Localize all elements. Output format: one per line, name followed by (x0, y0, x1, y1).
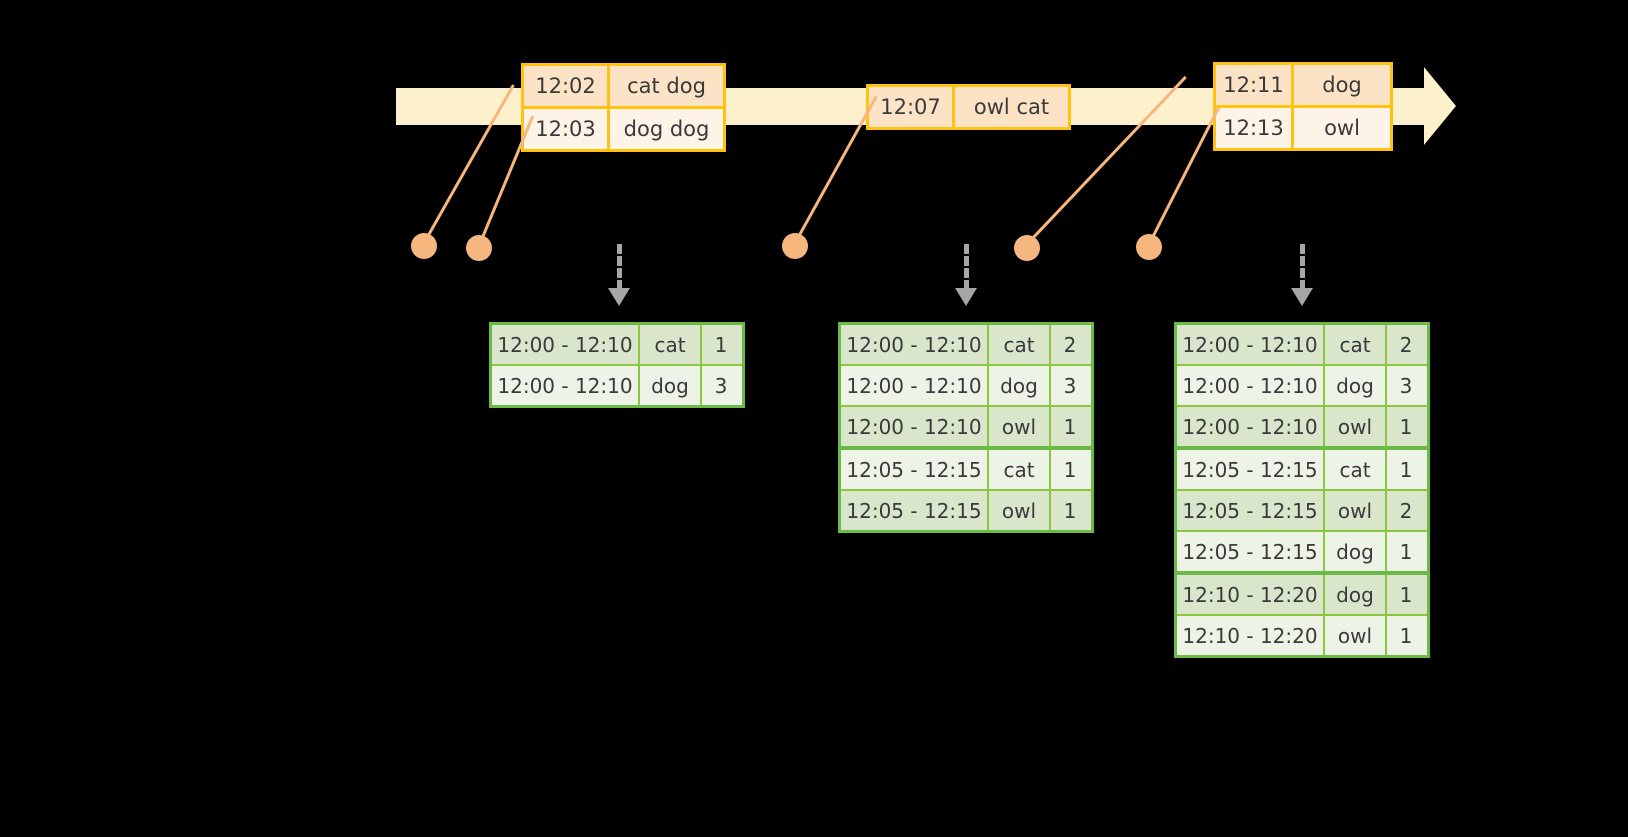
event-time: 12:11 (1216, 65, 1294, 105)
arrow-head-icon (1291, 288, 1313, 306)
key-cell: owl (989, 407, 1051, 446)
window-cell: 12:05 - 12:15 (841, 491, 989, 530)
key-cell: dog (640, 366, 702, 405)
arrow-shaft (1300, 244, 1305, 290)
connector-dot-2 (466, 235, 492, 261)
event-value: owl (1324, 116, 1360, 140)
window-cell: 12:00 - 12:10 (1177, 407, 1325, 446)
window-cell: 12:05 - 12:15 (1177, 450, 1325, 489)
key-cell: dog (1325, 366, 1387, 405)
event-time: 12:02 (524, 66, 610, 106)
event-time: 12:03 (524, 109, 610, 149)
connector-line-2 (479, 115, 535, 244)
count-cell: 1 (1399, 623, 1413, 648)
event-value: owl cat (973, 95, 1050, 119)
count-cell: 1 (1399, 414, 1413, 439)
event-box-1: 12:02 cat dog 12:03 dog dog (521, 63, 726, 152)
connector-dot-5 (1136, 234, 1162, 260)
count-cell: 1 (1399, 582, 1413, 607)
count-cell: 1 (1063, 498, 1077, 523)
key-cell: cat (640, 325, 702, 364)
event-row: 12:07 owl cat (869, 87, 1068, 127)
count-cell: 1 (1063, 457, 1077, 482)
event-time: 12:07 (869, 87, 955, 127)
count-cell: 3 (1063, 373, 1077, 398)
window-cell: 12:05 - 12:15 (1177, 491, 1325, 530)
key-cell: dog (989, 366, 1051, 405)
key-cell: owl (1325, 616, 1387, 655)
window-cell: 12:00 - 12:10 (492, 325, 640, 364)
count-cell: 3 (714, 373, 728, 398)
window-cell: 12:00 - 12:10 (1177, 366, 1325, 405)
key-cell: cat (1325, 450, 1387, 489)
key-cell: owl (989, 491, 1051, 530)
window-cell: 12:05 - 12:15 (841, 450, 989, 489)
arrow-shaft (617, 244, 622, 290)
window-cell: 12:00 - 12:10 (841, 366, 989, 405)
key-cell: dog (1325, 532, 1387, 571)
window-cell: 12:10 - 12:20 (1177, 616, 1325, 655)
arrow-shaft (964, 244, 969, 290)
event-value: cat dog (627, 74, 706, 98)
arrow-head-icon (955, 288, 977, 306)
event-box-2: 12:07 owl cat (866, 84, 1071, 130)
connector-dot-1 (411, 233, 437, 259)
event-row: 12:03 dog dog (524, 106, 723, 149)
key-cell: cat (989, 325, 1051, 364)
connector-dot-3 (782, 233, 808, 259)
count-cell: 1 (1399, 539, 1413, 564)
count-cell: 1 (1063, 414, 1077, 439)
key-cell: cat (989, 450, 1051, 489)
event-value: dog dog (623, 117, 710, 141)
count-cell: 2 (1063, 332, 1077, 357)
event-row: 12:11 dog (1216, 65, 1390, 105)
count-cell: 2 (1399, 498, 1413, 523)
event-row: 12:13 owl (1216, 105, 1390, 148)
count-cell: 3 (1399, 373, 1413, 398)
event-row: 12:02 cat dog (524, 66, 723, 106)
key-cell: cat (1325, 325, 1387, 364)
timeline-arrowhead-icon (1424, 67, 1456, 145)
arrow-head-icon (608, 288, 630, 306)
window-cell: 12:00 - 12:10 (492, 366, 640, 405)
key-cell: dog (1325, 575, 1387, 614)
event-value: dog (1322, 73, 1362, 97)
window-cell: 12:00 - 12:10 (841, 325, 989, 364)
window-cell: 12:00 - 12:10 (1177, 325, 1325, 364)
window-cell: 12:00 - 12:10 (841, 407, 989, 446)
key-cell: owl (1325, 491, 1387, 530)
window-cell: 12:05 - 12:15 (1177, 532, 1325, 571)
count-cell: 1 (714, 332, 728, 357)
event-time: 12:13 (1216, 108, 1294, 148)
connector-line-5 (1149, 106, 1221, 243)
count-cell: 1 (1399, 457, 1413, 482)
event-box-3: 12:11 dog 12:13 owl (1213, 62, 1393, 151)
window-cell: 12:10 - 12:20 (1177, 575, 1325, 614)
connector-dot-4 (1014, 235, 1040, 261)
key-cell: owl (1325, 407, 1387, 446)
count-cell: 2 (1399, 332, 1413, 357)
